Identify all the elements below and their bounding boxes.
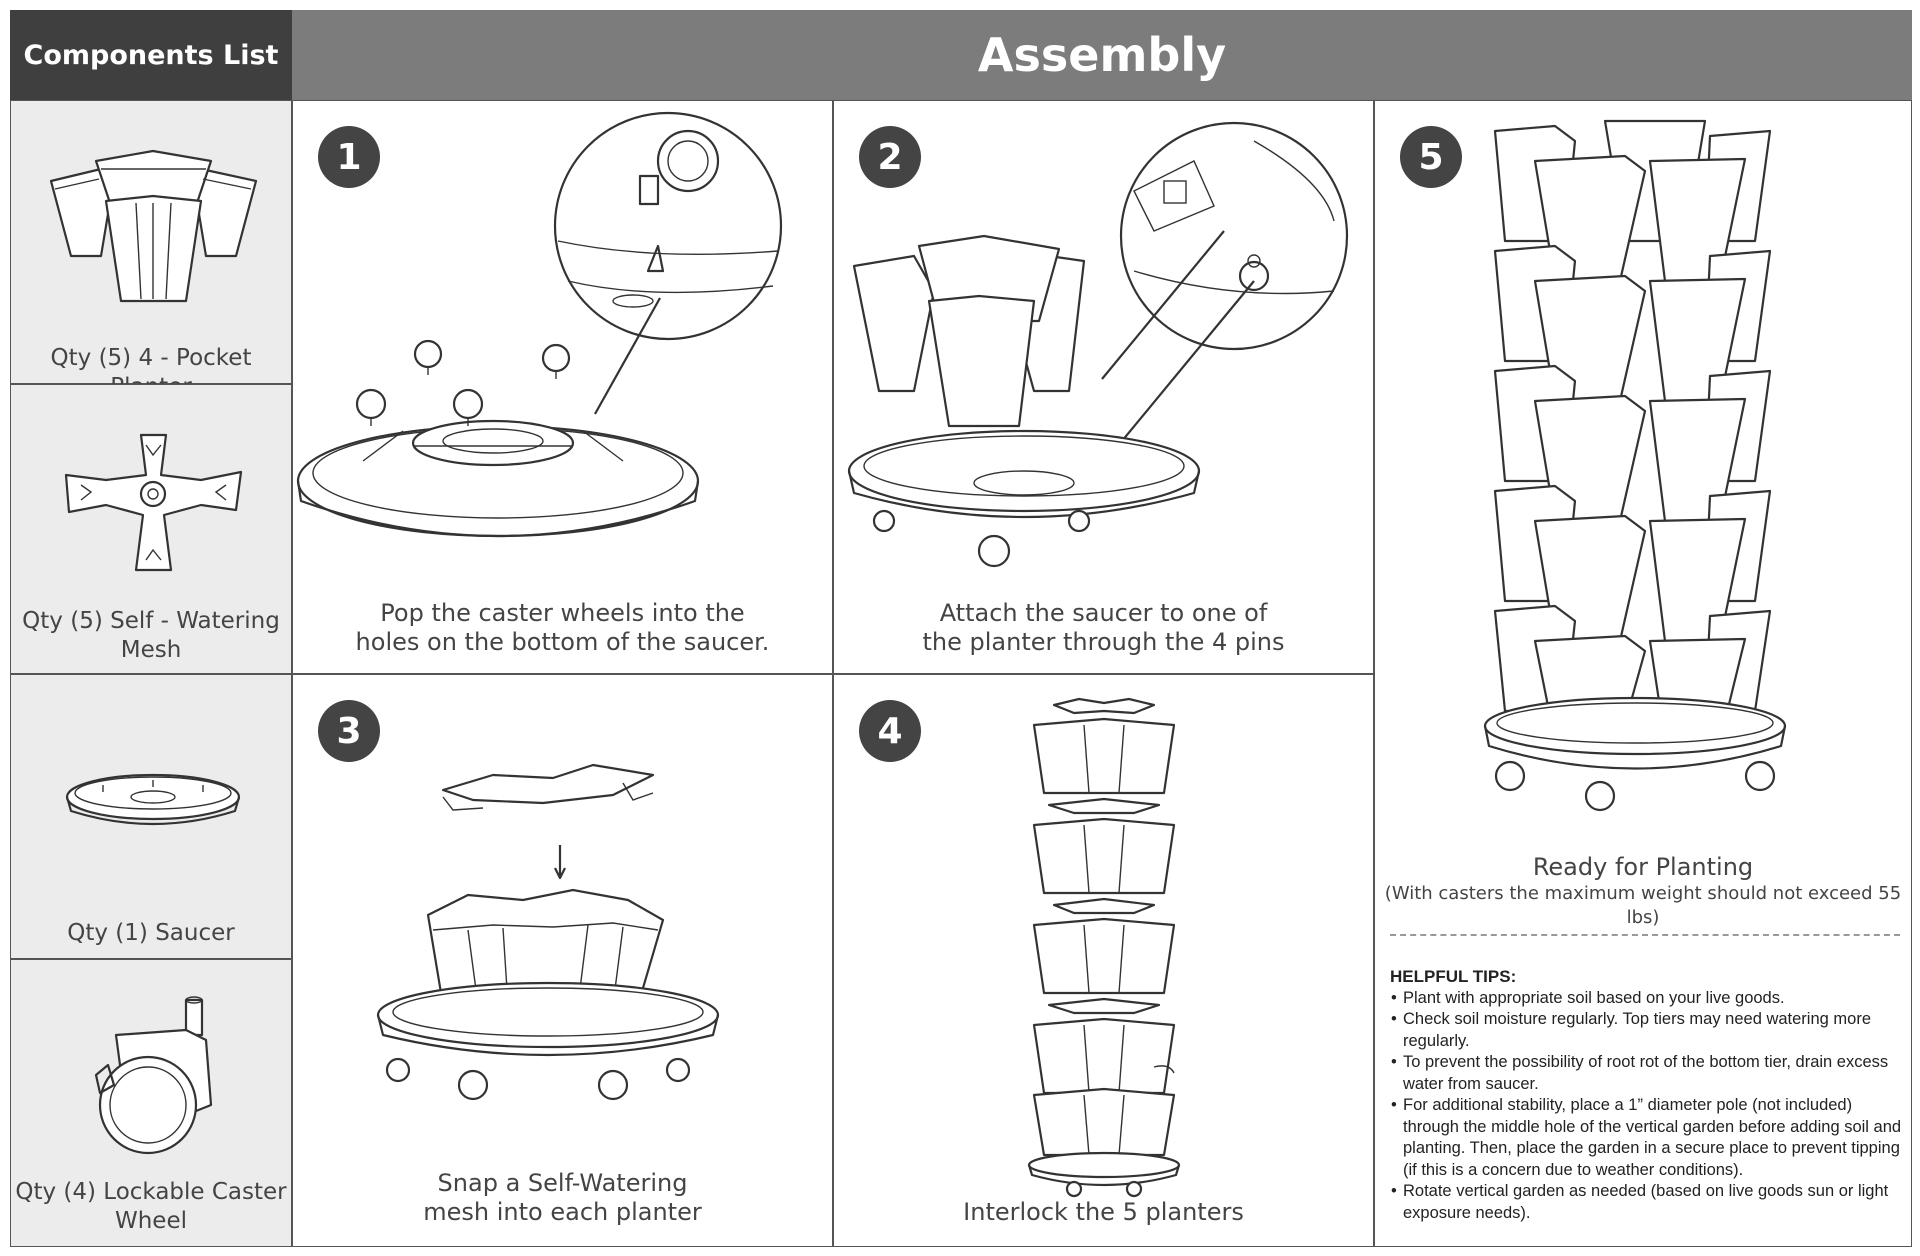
components-list-header: Components List <box>10 10 292 100</box>
step-caption-line2: the planter through the 4 pins <box>922 628 1285 656</box>
saucer-attach-illustration <box>847 121 1349 568</box>
tip-item: For additional stability, place a 1” dia… <box>1390 1095 1910 1181</box>
step-number: 1 <box>318 126 380 188</box>
component-label: Qty (1) Saucer <box>67 920 235 946</box>
step-caption-line1: Interlock the 5 planters <box>963 1198 1244 1226</box>
step-caption-line2: (With casters the maximum weight should … <box>1384 883 1902 928</box>
component-label: Qty (5) Self - Watering Mesh <box>22 608 280 663</box>
step-caption-line2: mesh into each planter <box>423 1198 702 1226</box>
tips-title: HELPFUL TIPS: <box>1390 967 1517 986</box>
tip-item: Plant with appropriate soil based on you… <box>1390 988 1910 1010</box>
saucer-icon <box>65 773 241 826</box>
step-caption-line1: Pop the caster wheels into the <box>380 599 745 627</box>
tips-list: Plant with appropriate soil based on you… <box>1390 988 1910 1225</box>
completed-tower-illustration <box>1483 119 1787 812</box>
step-2-panel: 2 Attach the saucer to one of the plante… <box>833 100 1374 674</box>
step-1-panel: 1 Pop the caster wheels into the holes o… <box>292 100 833 674</box>
helpful-tips: HELPFUL TIPS: Plant with appropriate soi… <box>1390 966 1910 1224</box>
caster-install-illustration <box>296 111 783 538</box>
tips-divider <box>1390 934 1900 936</box>
step-number: 2 <box>859 126 921 188</box>
components-list-title: Components List <box>23 39 279 71</box>
step-3-panel: 3 Snap a Self-Watering mesh into each pl… <box>292 674 833 1247</box>
step-4-panel: 4 Interlock the 5 planters <box>833 674 1374 1247</box>
assembly-header: Assembly <box>292 10 1912 100</box>
pocket-planter-icon <box>49 149 258 303</box>
component-mesh: Qty (5) Self - Watering Mesh <box>10 384 292 674</box>
step-5-panel: 5 <box>1374 100 1912 1247</box>
step-number: 3 <box>318 700 380 762</box>
component-planter: Qty (5) 4 - Pocket Planter <box>10 100 292 400</box>
planter-stack-illustration <box>1027 697 1181 1198</box>
step-number: 5 <box>1400 126 1462 188</box>
mesh-insert-illustration <box>376 763 720 1101</box>
tip-item: Rotate vertical garden as needed (based … <box>1390 1181 1910 1224</box>
component-saucer: Qty (1) Saucer <box>10 674 292 959</box>
step-caption-line1: Attach the saucer to one of <box>939 599 1268 627</box>
tip-item: Check soil moisture regularly. Top tiers… <box>1390 1009 1910 1052</box>
self-watering-mesh-icon <box>64 433 243 572</box>
component-caster: Qty (4) Lockable Caster Wheel <box>10 959 292 1247</box>
component-label: Qty (4) Lockable Caster Wheel <box>15 1179 287 1234</box>
step-caption-line1: Ready for Planting <box>1532 853 1754 881</box>
caster-wheel-icon <box>94 996 213 1155</box>
step-caption-line2: holes on the bottom of the saucer. <box>355 628 770 656</box>
assembly-title: Assembly <box>977 28 1227 82</box>
step-number: 4 <box>859 700 921 762</box>
step-caption-line1: Snap a Self-Watering <box>437 1169 688 1197</box>
tip-item: To prevent the possibility of root rot o… <box>1390 1052 1910 1095</box>
